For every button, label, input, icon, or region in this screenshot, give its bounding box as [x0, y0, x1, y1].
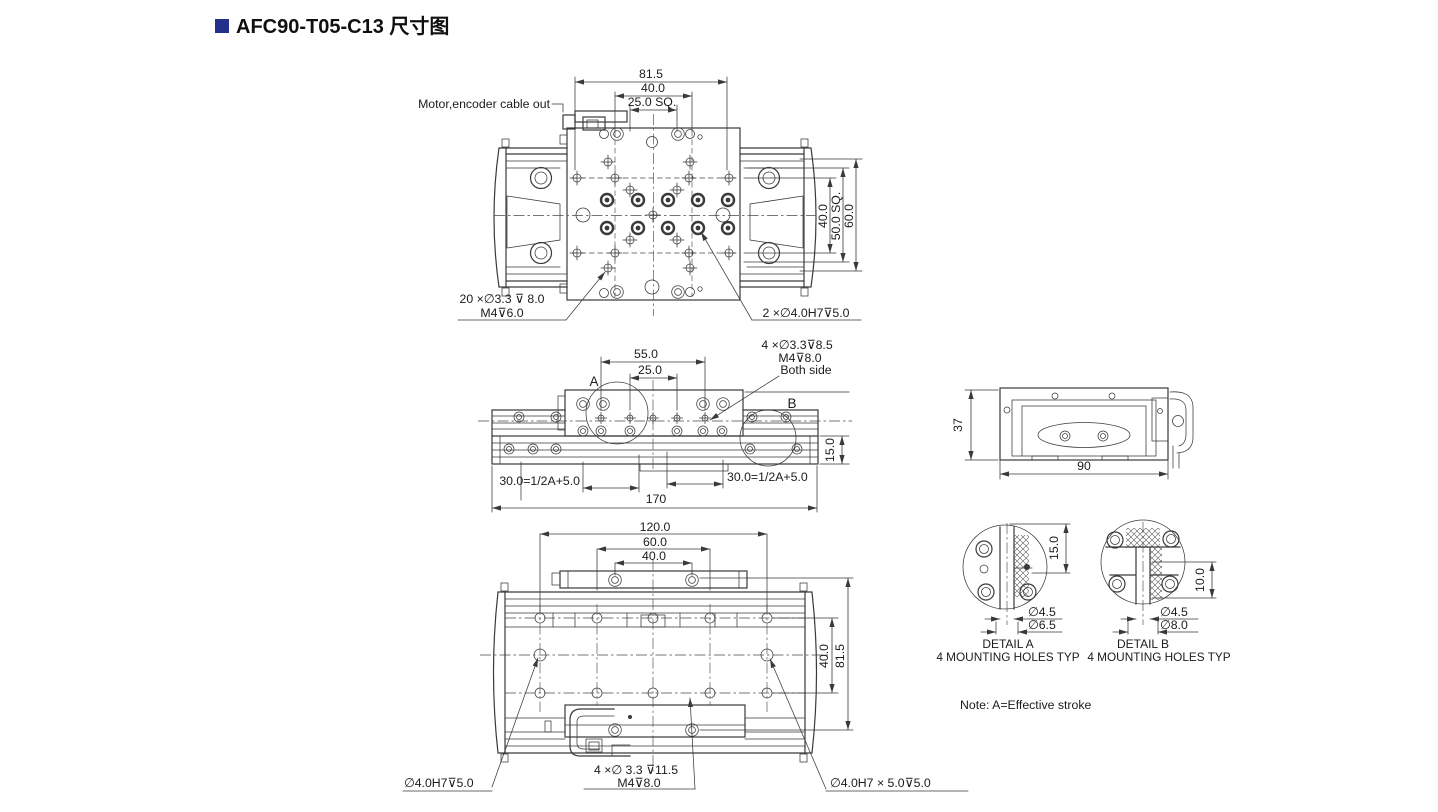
- cable-hook: [1151, 391, 1194, 469]
- dim-40: 40.0: [642, 549, 666, 563]
- detail-b-dia-45: ∅4.5: [1160, 605, 1188, 619]
- detail-b-dia-80: ∅8.0: [1160, 618, 1188, 632]
- detail-a-dia-45: ∅4.5: [1028, 605, 1056, 619]
- bottom-view: 120.0 60.0 40.0 40.0 81.5 ∅4.0H7⊽5.0 4 ×…: [402, 520, 969, 792]
- title-text: AFC90-T05-C13 尺寸图: [236, 15, 449, 38]
- side-view: 37 90: [951, 387, 1194, 480]
- cable-bracket-bottom: [544, 708, 631, 757]
- dim-170: 170: [646, 492, 667, 506]
- cable-bracket-top: [562, 110, 628, 131]
- dim-v50-sq: 50.0 SQ.: [829, 192, 843, 241]
- detail-a-circle: [585, 381, 649, 445]
- ann-dowel-right: ∅4.0H7 × 5.0⊽5.0: [830, 776, 931, 790]
- front-view: A B 55.0 25.0 4 ×∅3.3⊽8.5 M4⊽8.0 Both si…: [478, 338, 852, 513]
- detail-b-subtitle: 4 MOUNTING HOLES TYP: [1087, 650, 1230, 664]
- ann-dowel-left: ∅4.0H7⊽5.0: [404, 776, 474, 790]
- ann-side-holes-2: M4⊽8.0: [778, 351, 821, 365]
- detail-b-title: DETAIL B: [1117, 637, 1169, 651]
- dim-120: 120.0: [640, 520, 671, 534]
- dim-15: 15.0: [823, 438, 837, 462]
- side-oval-pocket: [1037, 422, 1131, 448]
- dim-v60: 60.0: [842, 204, 856, 228]
- dim-v81-5-bottom: 81.5: [833, 644, 847, 668]
- dim-60: 60.0: [643, 535, 667, 549]
- detail-a-dia-65: ∅6.5: [1028, 618, 1056, 632]
- dim-90: 90: [1077, 459, 1091, 473]
- ann-20-holes-line2: M4⊽6.0: [480, 306, 523, 320]
- ann-side-holes-3: Both side: [780, 363, 831, 377]
- detail-b: 10.0 ∅4.5 ∅8.0 DETAIL B 4 MOUNTING HOLES…: [1087, 519, 1231, 664]
- dim-30-left: 30.0=1/2A+5.0: [499, 474, 580, 488]
- bottom-top-plate: [559, 570, 748, 589]
- left-end-cap: [493, 147, 507, 288]
- detail-a-title: DETAIL A: [982, 637, 1033, 651]
- ann-mid-2: M4⊽8.0: [617, 776, 660, 790]
- ann-dowel-holes: 2 ×∅4.0H7⊽5.0: [762, 306, 849, 320]
- ann-side-holes-1: 4 ×∅3.3⊽8.5: [761, 338, 832, 352]
- detail-b-marker: B: [787, 396, 796, 411]
- detail-a-subtitle: 4 MOUNTING HOLES TYP: [936, 650, 1079, 664]
- detail-a-marker: A: [589, 374, 598, 389]
- dim-81-5: 81.5: [639, 67, 663, 81]
- detail-b-dim-10: 10.0: [1193, 568, 1207, 592]
- title-bullet: [215, 19, 229, 33]
- top-view: 81.5 40.0 25.0 SQ. 40.0 50.0 SQ. 60.0 Mo…: [418, 67, 863, 321]
- dim-25-sq: 25.0 SQ.: [628, 95, 677, 109]
- dim-40-0: 40.0: [641, 81, 665, 95]
- side-body: [999, 387, 1169, 461]
- dim-37: 37: [951, 418, 965, 432]
- detail-b-circle: [739, 409, 797, 467]
- page-title: AFC90-T05-C13 尺寸图: [215, 15, 449, 38]
- detail-a-dim-15: 15.0: [1047, 536, 1061, 560]
- dim-v40-bottom: 40.0: [817, 644, 831, 668]
- detail-a: 15.0 ∅4.5 ∅6.5 DETAIL A 4 MOUNTING HOLES…: [936, 523, 1080, 664]
- dim-v40: 40.0: [816, 204, 830, 228]
- ann-mid-1: 4 ×∅ 3.3 ⊽11.5: [594, 763, 678, 777]
- bottom-lower-plate: [564, 704, 746, 738]
- carriage-table: [564, 389, 744, 437]
- dim-25: 25.0: [638, 363, 662, 377]
- note-text: Note: A=Effective stroke: [960, 698, 1092, 712]
- dim-30-right: 30.0=1/2A+5.0: [727, 470, 808, 484]
- ann-20-holes-line1: 20 ×∅3.3 ⊽ 8.0: [459, 292, 544, 306]
- dim-55: 55.0: [634, 347, 658, 361]
- motor-cable-label: Motor,encoder cable out: [418, 97, 551, 111]
- right-end-cap: [803, 147, 817, 288]
